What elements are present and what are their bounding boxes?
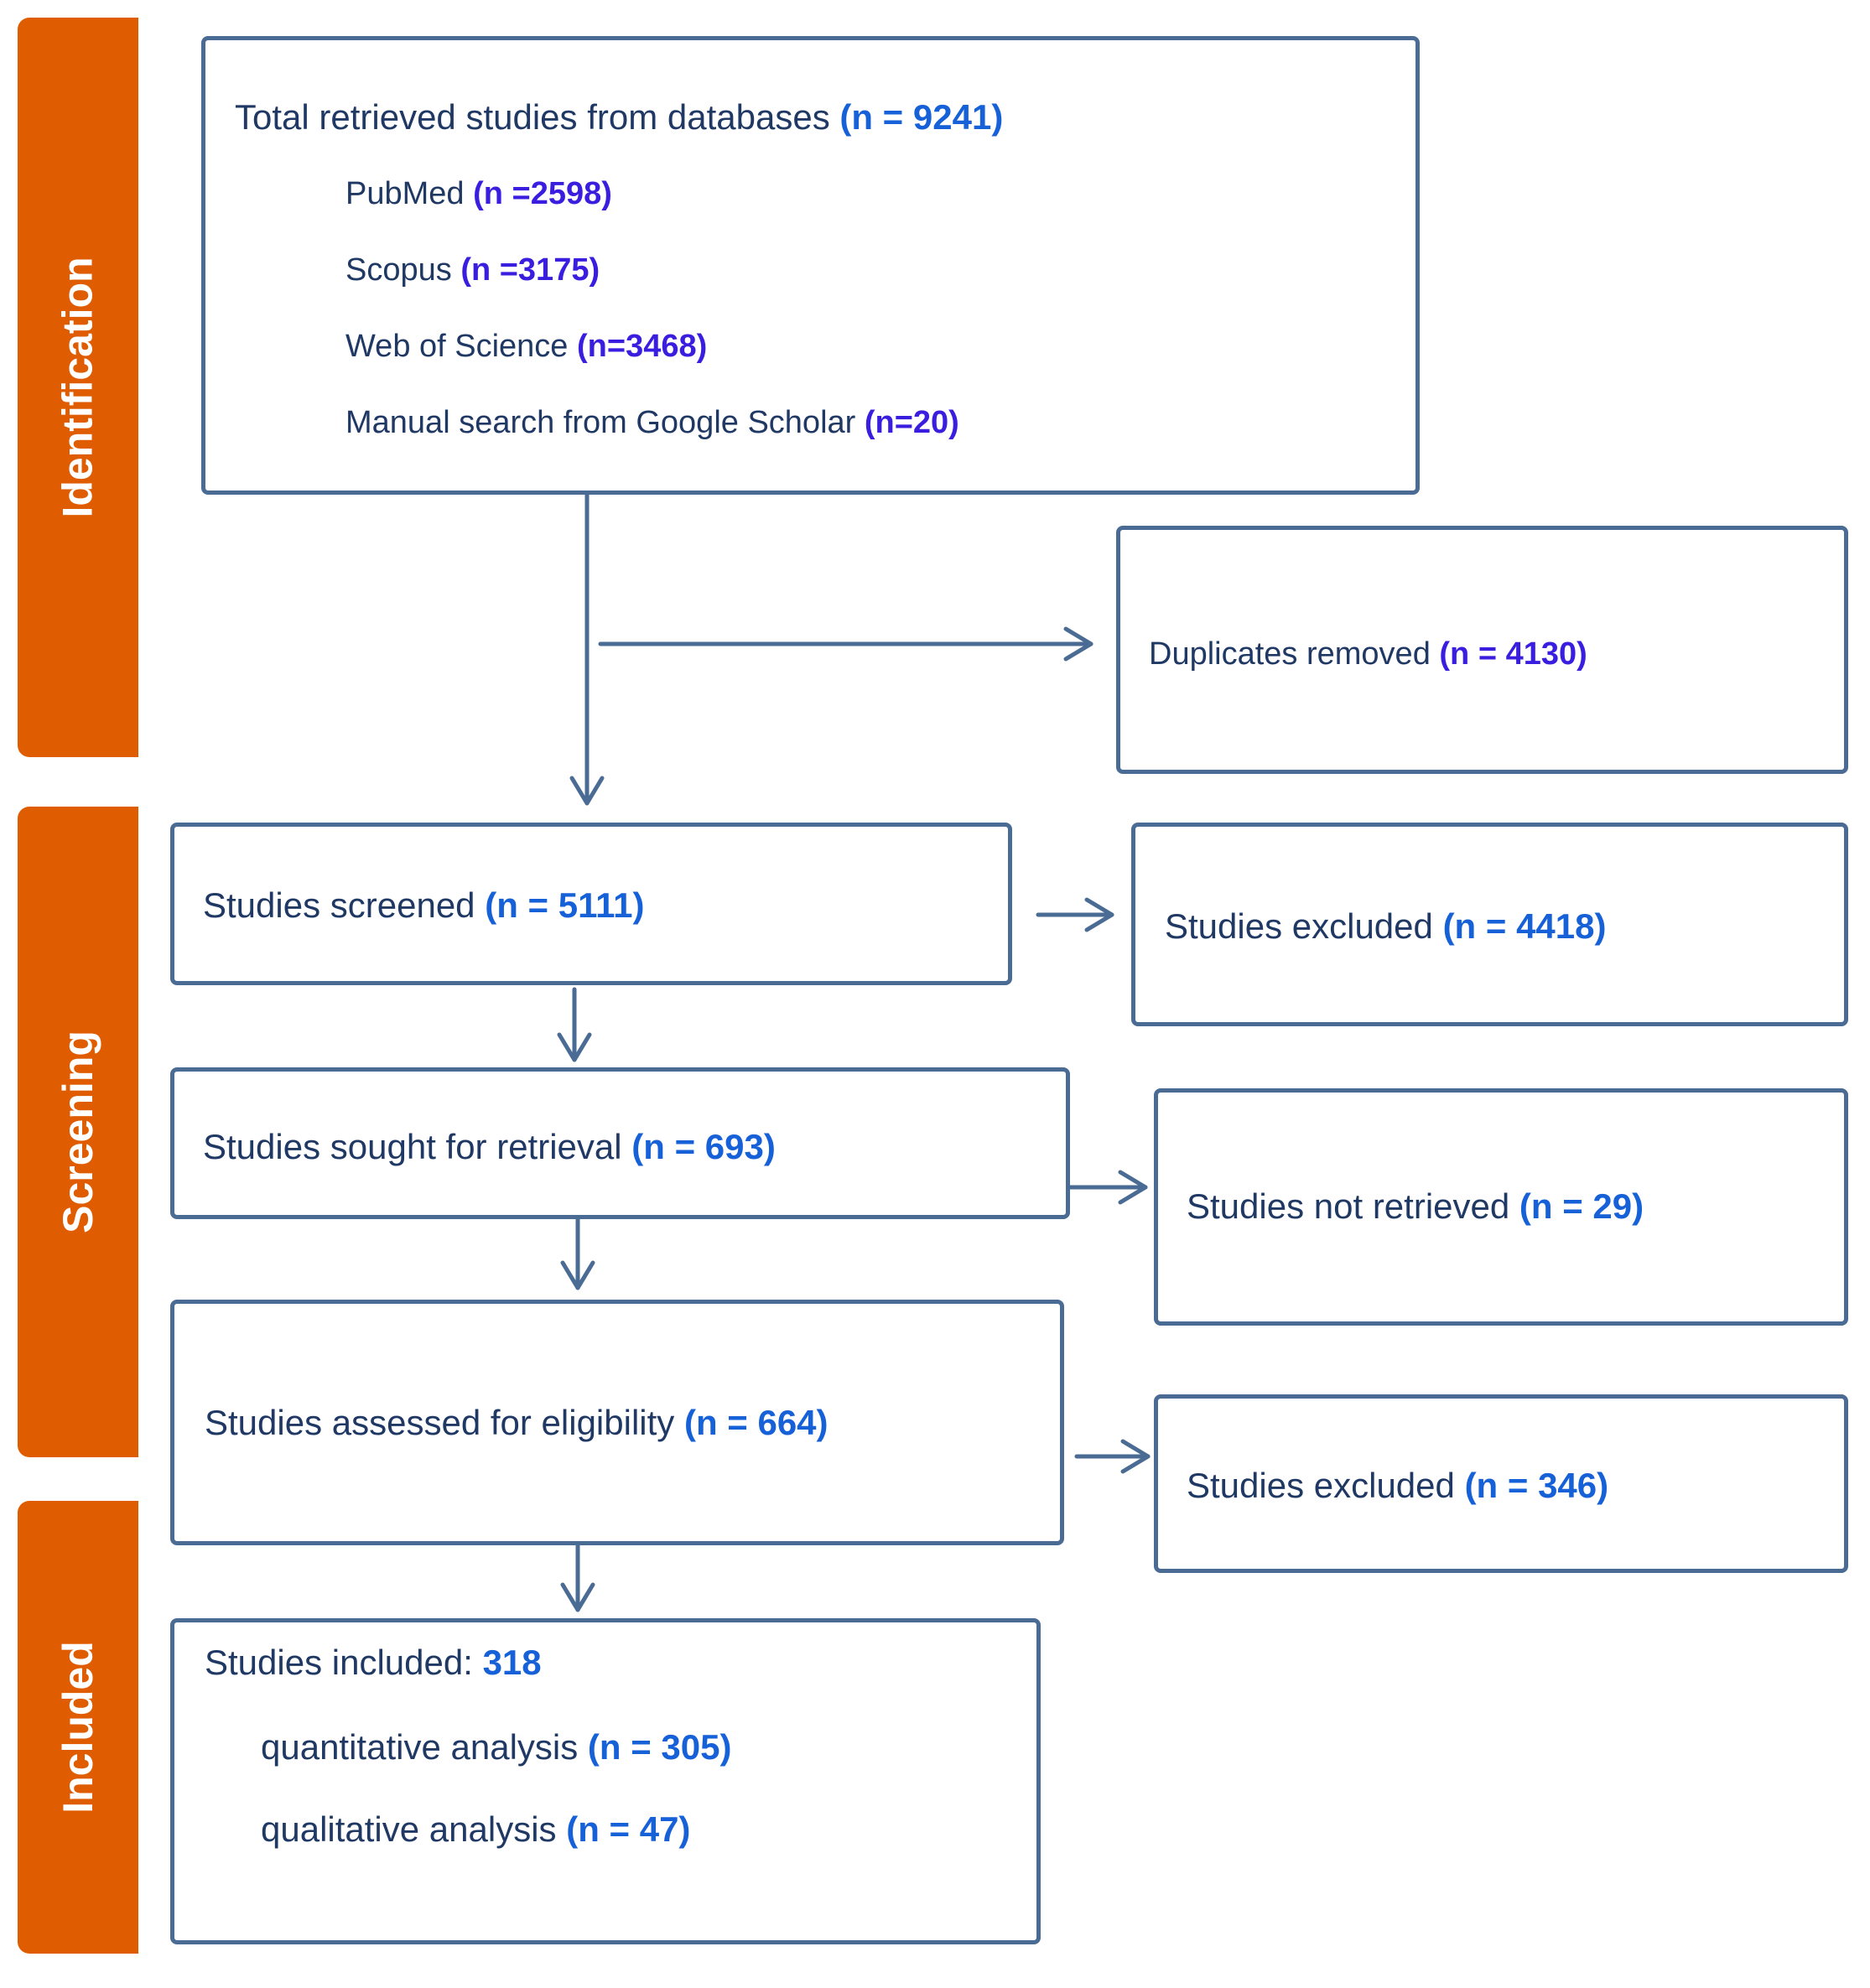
quantitative-label: quantitative analysis bbox=[261, 1727, 588, 1767]
duplicates-line: Duplicates removed (n = 4130) bbox=[1149, 636, 1587, 672]
arrow-identification-to-screened bbox=[569, 492, 605, 806]
quantitative-count: (n = 305) bbox=[587, 1727, 732, 1767]
not-retrieved-line: Studies not retrieved (n = 29) bbox=[1187, 1186, 1644, 1227]
source-scopus-count: (n =3175) bbox=[460, 252, 600, 288]
sought-count: (n = 693) bbox=[631, 1127, 776, 1166]
arrow-sought-to-assessed bbox=[560, 1217, 595, 1290]
duplicates-count: (n = 4130) bbox=[1439, 636, 1587, 672]
arrow-screened-to-sought bbox=[557, 987, 592, 1062]
screened-line: Studies screened (n = 5111) bbox=[203, 885, 645, 926]
screened-count: (n = 5111) bbox=[485, 885, 645, 925]
included-count: 318 bbox=[482, 1643, 542, 1682]
sought-line: Studies sought for retrieval (n = 693) bbox=[203, 1127, 776, 1167]
screen-excluded-box: Studies excluded (n = 4418) bbox=[1131, 823, 1848, 1026]
sought-label: Studies sought for retrieval bbox=[203, 1127, 632, 1166]
not-retrieved-label: Studies not retrieved bbox=[1187, 1186, 1519, 1226]
qualitative-label: qualitative analysis bbox=[261, 1809, 567, 1849]
assessed-line: Studies assessed for eligibility (n = 66… bbox=[205, 1403, 829, 1443]
source-pubmed-label: PubMed bbox=[345, 176, 474, 211]
screened-label: Studies screened bbox=[203, 885, 486, 925]
elig-excluded-count: (n = 346) bbox=[1464, 1466, 1609, 1505]
not-retrieved-box: Studies not retrieved (n = 29) bbox=[1154, 1088, 1848, 1326]
screen-excluded-label: Studies excluded bbox=[1165, 906, 1443, 946]
sought-box: Studies sought for retrieval (n = 693) bbox=[170, 1067, 1070, 1219]
source-google-scholar-label: Manual search from Google Scholar bbox=[345, 405, 865, 440]
screen-excluded-line: Studies excluded (n = 4418) bbox=[1165, 906, 1607, 947]
elig-excluded-box: Studies excluded (n = 346) bbox=[1154, 1394, 1848, 1573]
source-google-scholar-count: (n=20) bbox=[864, 405, 959, 440]
source-pubmed-count: (n =2598) bbox=[473, 176, 612, 211]
quantitative-line: quantitative analysis (n = 305) bbox=[261, 1727, 731, 1767]
arrow-assessed-to-included bbox=[560, 1543, 595, 1612]
source-wos-count: (n=3468) bbox=[577, 329, 708, 364]
identification-box: Total retrieved studies from databases (… bbox=[201, 36, 1420, 495]
source-pubmed: PubMed (n =2598) bbox=[345, 176, 612, 212]
qualitative-line: qualitative analysis (n = 47) bbox=[261, 1809, 690, 1850]
phase-included: Included bbox=[18, 1501, 138, 1954]
assessed-box: Studies assessed for eligibility (n = 66… bbox=[170, 1300, 1064, 1545]
assessed-count: (n = 664) bbox=[683, 1403, 829, 1442]
included-box: Studies included: 318 quantitative analy… bbox=[170, 1618, 1041, 1944]
screened-box: Studies screened (n = 5111) bbox=[170, 823, 1012, 985]
elig-excluded-line: Studies excluded (n = 346) bbox=[1187, 1466, 1608, 1506]
source-scopus: Scopus (n =3175) bbox=[345, 252, 600, 288]
assessed-label: Studies assessed for eligibility bbox=[205, 1403, 684, 1442]
included-line: Studies included: 318 bbox=[205, 1643, 542, 1683]
total-retrieved-label: Total retrieved studies from databases bbox=[235, 97, 840, 137]
arrow-assessed-to-excluded bbox=[1074, 1439, 1151, 1474]
phase-identification: Identification bbox=[18, 18, 138, 757]
source-scopus-label: Scopus bbox=[345, 252, 461, 288]
not-retrieved-count: (n = 29) bbox=[1519, 1186, 1644, 1226]
arrow-sought-to-not-retrieved bbox=[1067, 1170, 1148, 1205]
qualitative-count: (n = 47) bbox=[566, 1809, 691, 1849]
source-google-scholar: Manual search from Google Scholar (n=20) bbox=[345, 405, 959, 441]
included-label: Studies included: bbox=[205, 1643, 483, 1682]
screen-excluded-count: (n = 4418) bbox=[1442, 906, 1607, 946]
duplicates-box: Duplicates removed (n = 4130) bbox=[1116, 526, 1848, 774]
source-wos-label: Web of Science bbox=[345, 329, 578, 364]
total-retrieved-line: Total retrieved studies from databases (… bbox=[235, 97, 1003, 138]
source-web-of-science: Web of Science (n=3468) bbox=[345, 329, 707, 365]
arrow-to-duplicates bbox=[598, 626, 1093, 662]
elig-excluded-label: Studies excluded bbox=[1187, 1466, 1465, 1505]
total-retrieved-count: (n = 9241) bbox=[839, 97, 1004, 137]
duplicates-label: Duplicates removed bbox=[1149, 636, 1440, 672]
phase-screening: Screening bbox=[18, 807, 138, 1457]
arrow-screened-to-excluded bbox=[1036, 897, 1114, 932]
